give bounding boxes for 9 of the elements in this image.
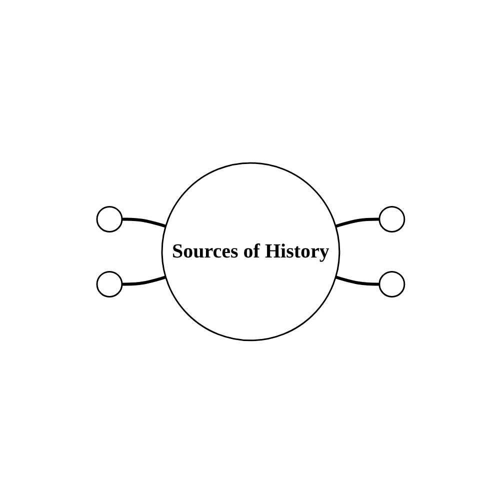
connector (335, 218, 380, 228)
node-circle (96, 206, 123, 233)
node-circle (96, 271, 123, 298)
node-circle: Sources of History (161, 162, 340, 342)
node-circle (378, 206, 405, 233)
connector (122, 276, 166, 286)
connector (122, 218, 166, 228)
connector (335, 276, 380, 286)
node-circle (378, 271, 405, 298)
